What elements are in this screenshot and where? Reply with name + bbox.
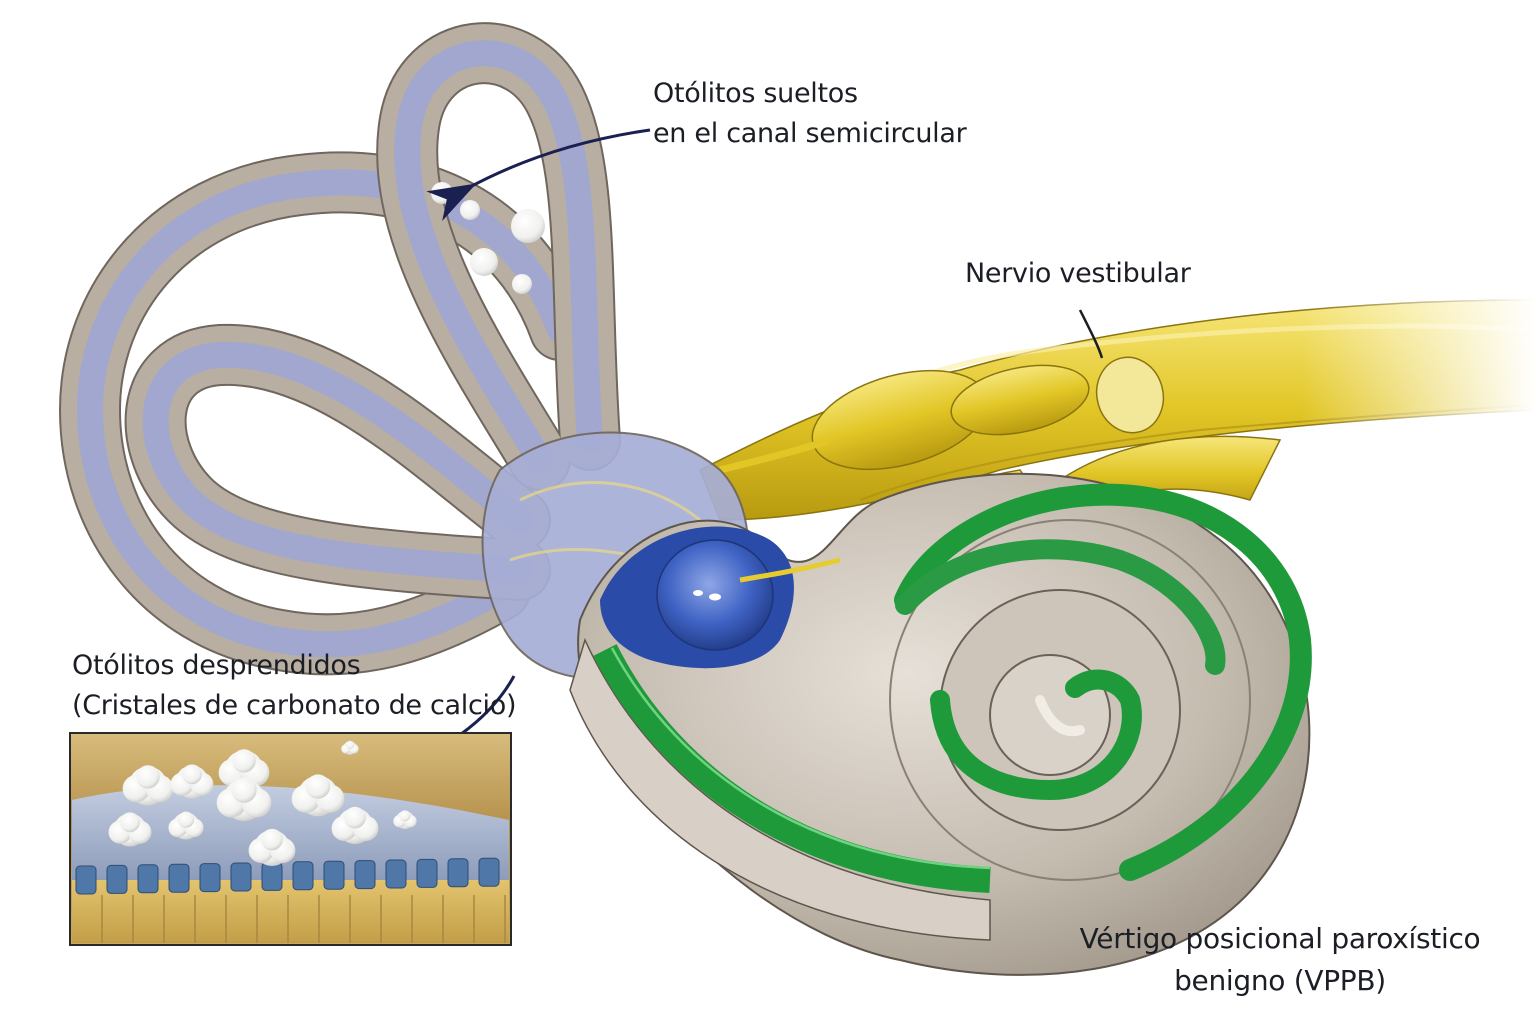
figure-title: Vértigo posicional paroxístico benigno (… [1040,918,1520,1002]
hair-cell [168,863,190,893]
hair-cell [137,864,159,894]
hair-cell [416,858,438,888]
otolith-crystal [341,740,359,755]
label-detached-otoliths: Otólitos desprendidos (Cristales de carb… [72,646,517,726]
otolith-crystal [291,774,345,817]
hair-cell [478,857,500,887]
otolith-crystal [108,812,152,847]
label-detached-otoliths-line2: (Cristales de carbonato de calcio) [72,690,517,721]
hair-cell [292,861,314,891]
hair-cell [354,860,376,890]
macula-inset [69,732,512,946]
nerve-leader-line [1078,309,1104,359]
hair-cell [75,865,97,895]
arrow-loose-otoliths [426,128,651,221]
otolith-crystal [122,765,174,806]
hair-cell [447,858,469,888]
otolith-crystal [248,828,296,866]
label-vestibular-nerve-line1: Nervio vestibular [965,258,1191,289]
otolith-crystal [168,811,204,840]
otolith-crystal [331,806,379,844]
utricle [600,526,841,669]
hair-cell [199,863,221,893]
figure-title-line2: benigno (VPPB) [1174,964,1386,997]
label-loose-otoliths: Otólitos sueltos en el canal semicircula… [653,74,967,154]
label-vestibular-nerve: Nervio vestibular [965,254,1191,294]
otolith-crystal [170,764,214,799]
hair-cell [385,859,407,889]
otolith-crystal [393,810,417,829]
figure-title-line1: Vértigo posicional paroxístico [1079,922,1481,955]
otolith-crystal [216,777,272,821]
label-detached-otoliths-line1: Otólitos desprendidos [72,650,361,681]
hair-cell [230,862,252,892]
hair-cell [323,860,345,890]
hair-cell [261,861,283,891]
hair-cell [106,864,128,894]
nerve-cut-end [1095,356,1165,434]
label-loose-otoliths-line1: Otólitos sueltos [653,78,858,109]
label-loose-otoliths-line2: en el canal semicircular [653,118,967,149]
